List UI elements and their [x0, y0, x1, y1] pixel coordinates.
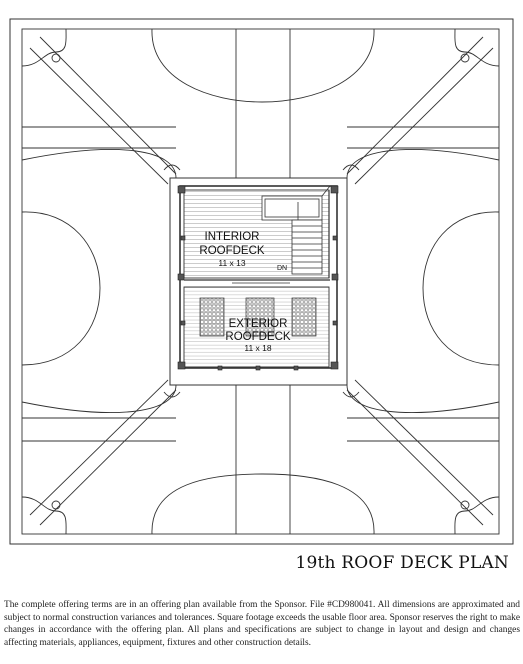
- interior-size-label: 11 x 13: [218, 258, 246, 268]
- inner-roof-outline: [21, 28, 500, 535]
- top-oval: [151, 28, 375, 103]
- central-roof-deck: [169, 177, 348, 386]
- roof-deck-plan-drawing: INTERIOR ROOFDECK 11 x 13 DN EXTERIOR RO…: [9, 18, 514, 545]
- paver-grid-right: [291, 297, 317, 337]
- bottom-oval: [151, 473, 375, 535]
- paver-grid-left: [199, 297, 225, 337]
- exterior-size-label: 11 x 18: [244, 343, 272, 353]
- exterior-label-line1: EXTERIOR: [229, 318, 288, 330]
- plan-title: 19th ROOF DECK PLAN: [295, 553, 509, 573]
- interior-label-line2: ROOFDECK: [199, 245, 265, 257]
- disclaimer-text: The complete offering terms are in an of…: [4, 600, 520, 648]
- stair: [261, 185, 331, 278]
- interior-label-line1: INTERIOR: [205, 231, 260, 243]
- left-oval: [21, 211, 101, 366]
- outer-roof-outline: [9, 18, 514, 545]
- exterior-label-line2: ROOFDECK: [225, 331, 291, 343]
- paver-grid-center: [245, 297, 275, 337]
- stair-down-label: DN: [277, 265, 287, 272]
- right-oval: [422, 211, 500, 366]
